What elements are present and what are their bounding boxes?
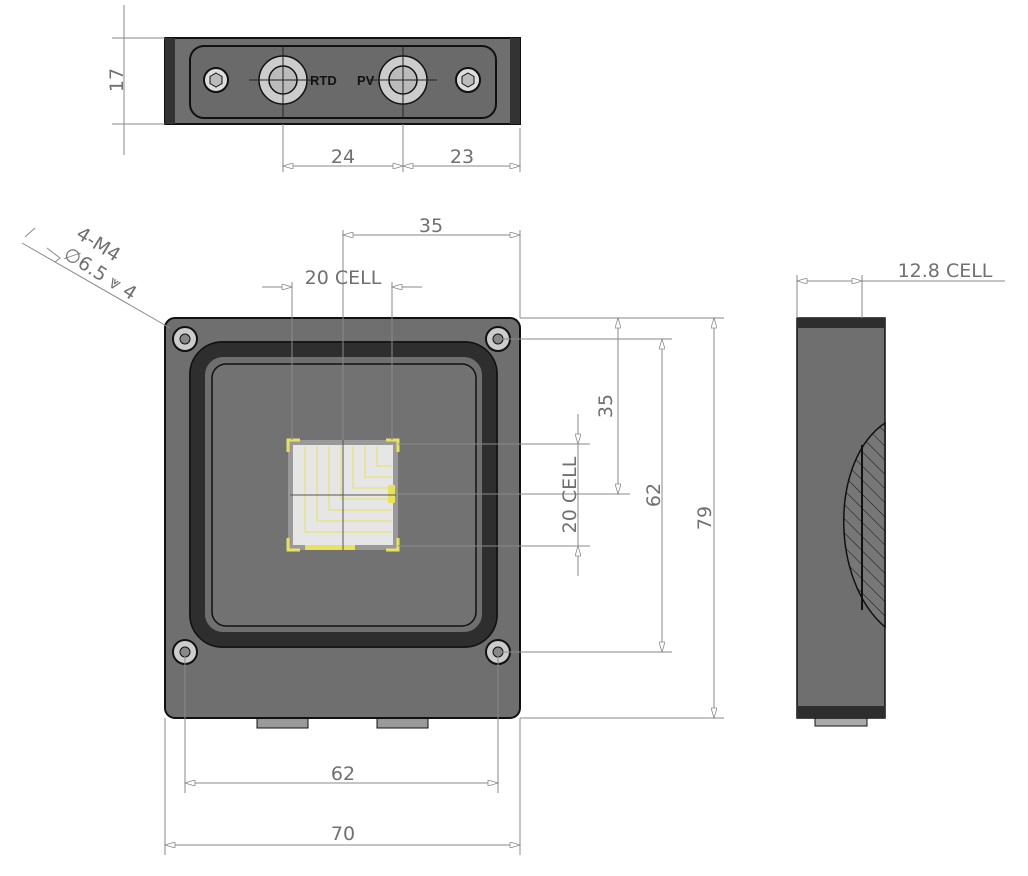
solar-cell <box>286 438 400 552</box>
section-cutaway <box>843 421 886 629</box>
rtd-connector-icon <box>249 46 317 118</box>
dim-rtd-to-pv: 24 <box>331 146 355 168</box>
dim-hole-spacing-horizontal: 62 <box>331 763 355 785</box>
top-panel <box>189 45 497 119</box>
side-view: 12.8 CELL <box>797 260 1005 727</box>
hole-callout: 4-M4 ∅6.5 ⩔ 4 <box>21 223 171 329</box>
dim-cell-height: 20 CELL <box>559 456 581 533</box>
rtd-label: RTD <box>310 73 337 88</box>
dim-center-to-top: 35 <box>595 394 617 418</box>
top-view: RTD PV 17 24 23 <box>106 5 520 172</box>
dim-cell-depth: 12.8 CELL <box>898 260 993 282</box>
dim-hole-spacing-vertical: 62 <box>643 483 665 507</box>
top-end-cap-right <box>510 38 520 124</box>
front-view: 35 20 CELL 35 20 CELL 62 79 62 70 <box>21 215 724 855</box>
top-end-cap-left <box>165 38 175 124</box>
pv-connector-icon <box>369 46 437 118</box>
screw-icon <box>203 67 229 93</box>
pv-label: PV <box>357 73 375 88</box>
dim-center-to-edge: 35 <box>419 215 443 237</box>
dim-pv-to-edge: 23 <box>450 146 474 168</box>
screw-icon <box>455 67 481 93</box>
dim-overall-height: 79 <box>694 506 716 530</box>
dim-cell-width: 20 CELL <box>305 267 382 289</box>
dim-overall-width: 70 <box>331 823 355 845</box>
dim-top-height: 17 <box>106 68 128 92</box>
